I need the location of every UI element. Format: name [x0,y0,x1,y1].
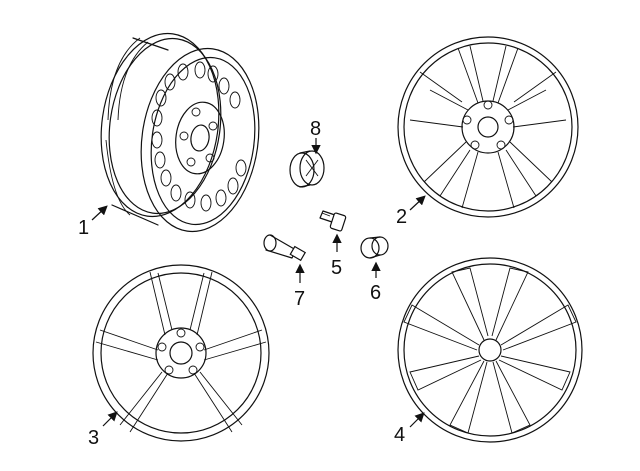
callout-1: 1 [78,217,89,239]
callout-8: 8 [310,118,321,140]
alloy-wheel-five-spoke[interactable] [92,264,270,442]
callout-3: 3 [88,427,99,449]
callout-leaders [91,138,426,428]
callout-7: 7 [294,288,305,310]
callout-2: 2 [396,206,407,228]
callout-5: 5 [331,257,342,279]
valve-stem[interactable] [263,234,307,262]
lug-nut-cap[interactable] [360,236,389,259]
steel-wheel-vent-holes [151,61,247,212]
lug-bolt[interactable] [319,210,347,232]
callout-4: 4 [394,424,405,446]
alloy-wheel-split-spoke[interactable] [397,36,579,218]
steel-wheel[interactable] [90,26,270,239]
center-cap[interactable] [289,150,325,188]
callout-6: 6 [370,282,381,304]
alloy-wheel-ten-spoke[interactable] [397,257,583,443]
